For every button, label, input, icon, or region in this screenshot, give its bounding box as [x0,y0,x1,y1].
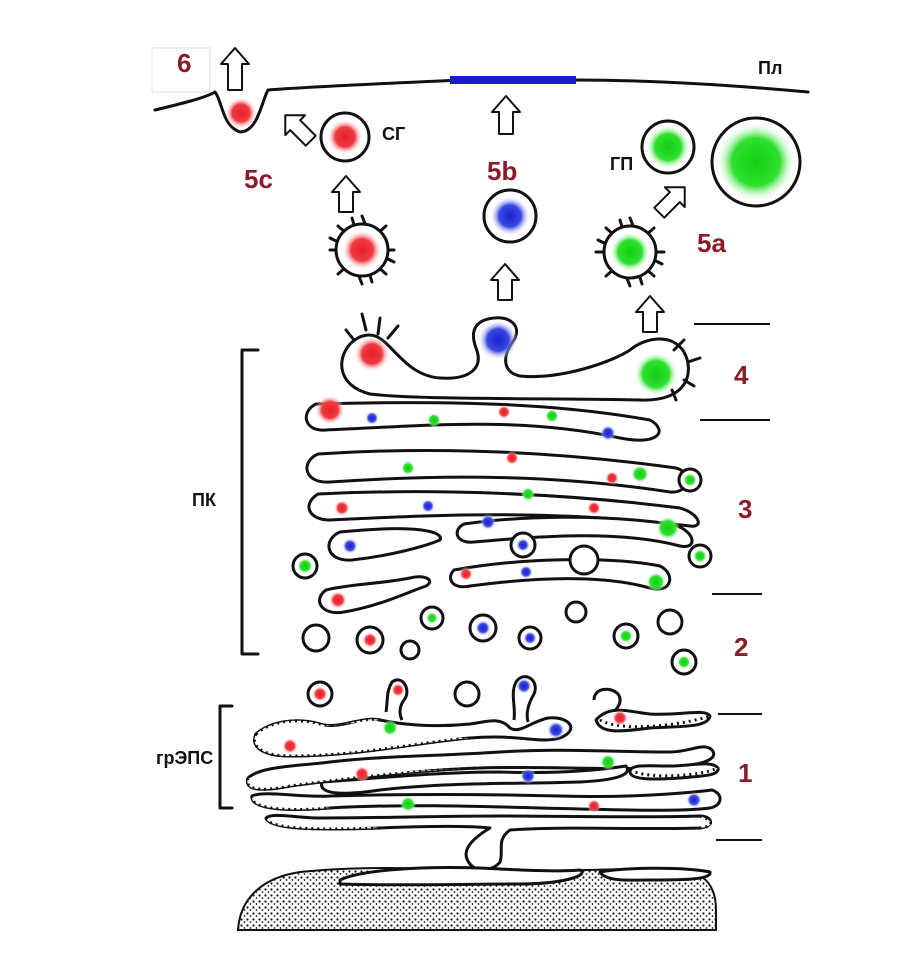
label-6: 6 [177,48,191,78]
trans-red [354,336,390,372]
cargo-dots [315,395,680,609]
trans-blue [478,320,518,360]
label-sg: СГ [382,124,405,144]
plasma-membrane [153,78,810,134]
arrow-up-5c [331,175,361,213]
label-2: 2 [734,632,748,662]
gp-granule-small-fill [646,125,690,169]
transport-vesicles [291,467,713,676]
golgi-stack [304,401,700,615]
nuclear-envelope-right [598,866,712,882]
label-gp: ГП [610,154,633,174]
secretory-granule-red-fill [327,119,363,155]
label-pk: ПК [192,490,217,510]
trans-spikes [344,312,702,402]
label-5a: 5a [697,228,726,258]
trans-green [634,352,678,396]
label-5c: 5c [244,164,273,194]
label-4: 4 [734,360,749,390]
arrow-up-5b [490,263,520,301]
arrow-up-5a [635,295,665,333]
exocytosis-red-granule [225,97,257,129]
arrow-to-exocytosis [284,114,317,147]
bracket-er [218,704,234,810]
coated-vesicle-red [328,214,396,286]
arrow-to-gp [653,186,686,219]
label-5b: 5b [487,156,517,186]
nuclear-envelope [338,866,584,887]
label-pl: Пл [758,58,782,78]
er-cargo-dots [282,710,702,813]
label-greps: грЭПС [156,748,213,768]
arrow-up-membrane [491,95,521,135]
trans-golgi-cisterna [340,316,690,402]
rough-er [245,708,722,872]
label-1: 1 [738,758,752,788]
label-6-box [151,47,211,93]
er-budding-vesicles [306,675,622,723]
coated-vesicle-green [594,216,666,288]
vesicle-5b-fill [490,196,530,236]
gp-granule-large-fill [716,122,796,202]
label-3: 3 [738,494,752,524]
arrow-up-6 [220,47,250,91]
bracket-pk [240,348,260,656]
